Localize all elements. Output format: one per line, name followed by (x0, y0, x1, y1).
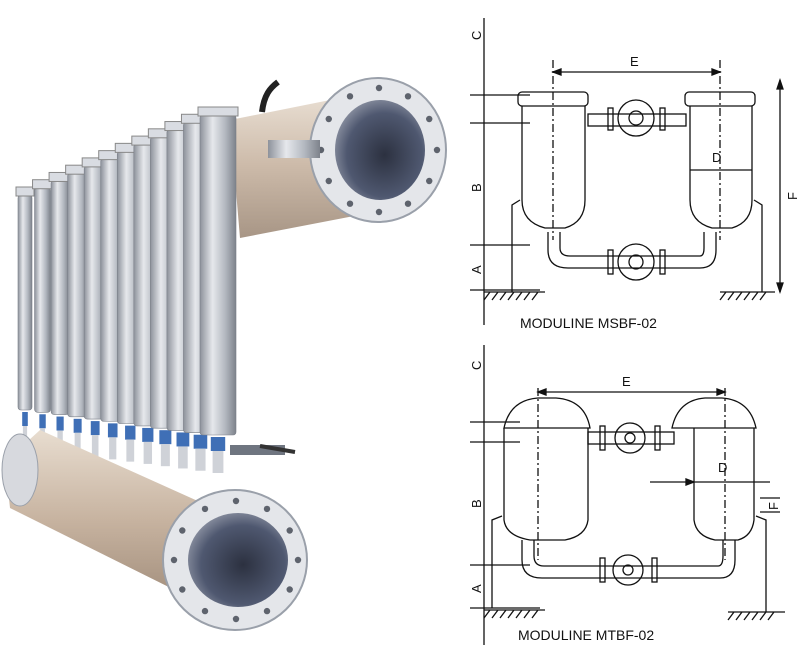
lower-valve-handle (259, 444, 296, 454)
lower-valve-stub (230, 445, 285, 455)
msbf-dim-b: B (469, 183, 484, 192)
flange-bolt (325, 115, 332, 123)
flange-bolt (346, 93, 354, 100)
flange-bolt (433, 146, 441, 154)
diagram-mtbf (470, 345, 785, 645)
filter-column (15, 186, 35, 448)
msbf-dim-d: D (712, 150, 721, 165)
flange-bolt (170, 556, 178, 564)
msbf-dim-a: A (469, 265, 484, 274)
flange-bolt (179, 586, 186, 593)
flange-bolt (294, 556, 302, 564)
top-valve-handle (259, 79, 280, 113)
flange-bolt (426, 115, 433, 123)
flange-bolt (201, 607, 209, 615)
flange-bolt (232, 497, 240, 505)
mtbf-caption: MODULINE MTBF-02 (518, 627, 654, 643)
flange-bolt (404, 93, 412, 100)
diagram-msbf (470, 18, 784, 325)
flange-bolt (375, 84, 383, 92)
lower-left-end (1, 433, 39, 507)
msbf-dim-f: F (785, 192, 800, 200)
flange-bolt (375, 208, 383, 216)
flange-bolt (232, 615, 240, 623)
filter-column (32, 179, 54, 451)
diagram-mtbf-labels: C B A E D F MODULINE MTBF-02 (469, 361, 781, 643)
mtbf-dim-f: F (766, 502, 781, 510)
flange-bolt (404, 200, 412, 207)
upper-flange (309, 77, 447, 223)
diagram-msbf-labels: C B A E D F MODULINE MSBF-02 (469, 31, 800, 331)
flange-bolt (325, 177, 332, 185)
flange-bolt (179, 527, 186, 534)
flange-bolt (346, 200, 354, 207)
filter-bank-photo (1, 77, 447, 631)
flange-bolt (201, 505, 209, 513)
mtbf-dim-b: B (469, 499, 484, 508)
flange-bolt (263, 607, 271, 615)
flange-bolt (286, 527, 293, 534)
msbf-dim-c: C (469, 31, 484, 40)
flange-bolt (263, 505, 271, 513)
filter-columns (15, 106, 239, 473)
msbf-dim-e: E (630, 54, 639, 69)
lower-flange (162, 489, 308, 631)
flange-bolt (286, 586, 293, 593)
msbf-caption: MODULINE MSBF-02 (520, 315, 657, 331)
upper-side-pipe (268, 140, 320, 158)
mtbf-dim-d: D (718, 460, 727, 475)
flange-bolt (426, 177, 433, 185)
filter-column (65, 164, 91, 455)
mtbf-dim-e: E (622, 374, 631, 389)
mtbf-dim-c: C (469, 361, 484, 370)
mtbf-dim-a: A (469, 584, 484, 593)
filter-column (197, 106, 239, 473)
